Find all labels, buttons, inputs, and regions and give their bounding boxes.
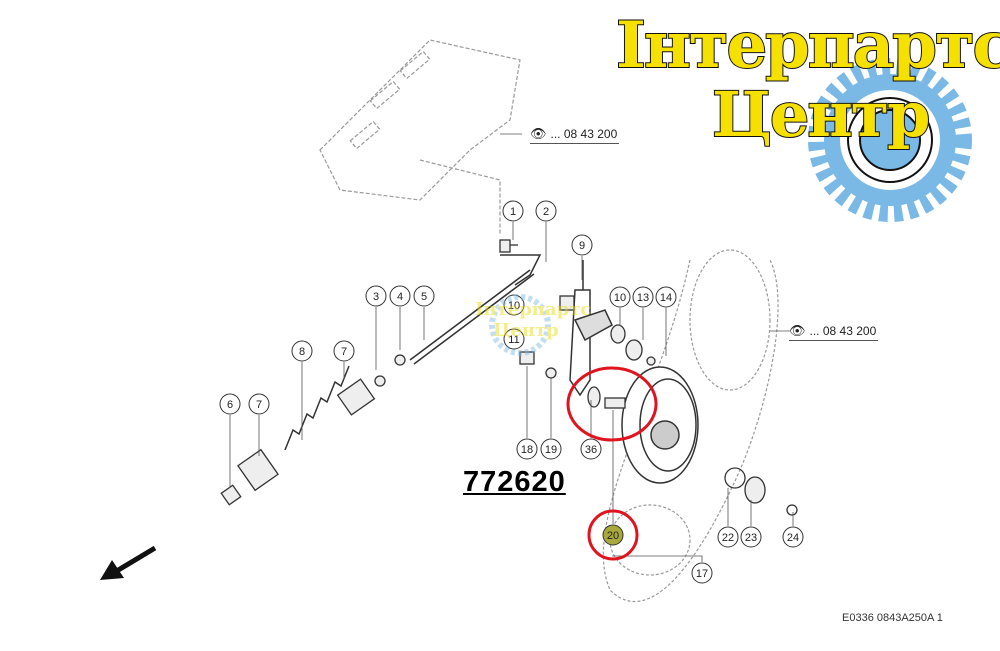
callout-8[interactable]: 8 [291,340,313,362]
callout-circle [540,438,562,460]
callout-circle [571,234,593,256]
callout-label: 7 [341,346,347,358]
callout-4[interactable]: 4 [389,285,411,307]
callout-circle [333,340,355,362]
reference-label-frame[interactable]: 👁 ... 08 43 200 [530,126,620,144]
reference-text: ... 08 43 200 [550,127,618,141]
callout-label: 23 [745,532,757,544]
part-number: 772620 [463,466,566,498]
callout-label: 36 [585,444,597,456]
highlight-ring-20 [587,509,639,561]
callout-10[interactable]: 10 [609,286,631,308]
callout-17[interactable]: 17 [691,562,713,584]
callout-label: 17 [696,568,708,580]
callout-label: 7 [256,399,262,411]
callout-24[interactable]: 24 [782,526,804,548]
svg-text:Центр: Центр [493,320,559,341]
highlight-ring-36 [566,366,658,442]
callout-label: 5 [421,291,427,303]
svg-text:Інтерпартс: Інтерпартс [475,299,591,320]
callout-label: 11 [508,334,519,346]
callout-2[interactable]: 2 [535,200,557,222]
callout-circle [609,286,631,308]
eye-icon: 👁 [789,323,806,338]
small-parts [220,239,798,516]
callout-label: 9 [579,240,585,252]
callout-circle [580,438,602,460]
callout-10[interactable]: 10 [503,294,525,316]
callout-label: 13 [637,292,649,304]
callout-circle [691,562,713,584]
callout-circle [291,340,313,362]
callout-13[interactable]: 13 [632,286,654,308]
callout-circle [219,393,241,415]
callout-circle [389,285,411,307]
callout-circle [717,526,739,548]
callout-6[interactable]: 6 [219,393,241,415]
callout-18[interactable]: 18 [516,438,538,460]
callout-label: 10 [614,292,626,304]
callout-19[interactable]: 19 [540,438,562,460]
callout-label: 8 [299,346,305,358]
callout-label: 18 [521,444,533,456]
callout-label: 10 [508,300,520,312]
mounting-frame [319,39,521,235]
callout-label: 3 [373,291,379,303]
pulley [621,366,699,484]
callout-circle [502,200,524,222]
callout-label: 14 [660,292,672,304]
callout-label: 6 [227,399,233,411]
callout-circle [365,285,387,307]
callout-circle [602,524,624,546]
callout-7[interactable]: 7 [248,393,270,415]
callout-circle [655,286,677,308]
callout-circle [248,393,270,415]
callout-circle [503,294,525,316]
callout-label: 1 [510,206,516,218]
drawing-code: E0336 0843A250A 1 [842,612,943,624]
callout-3[interactable]: 3 [365,285,387,307]
callout-circle [782,526,804,548]
callout-circle [413,285,435,307]
callout-36[interactable]: 36 [580,438,602,460]
callout-label: 2 [543,206,549,218]
logo-line1: Інтерпартс [615,7,1000,84]
callout-5[interactable]: 5 [413,285,435,307]
callout-7[interactable]: 7 [333,340,355,362]
callout-circle [503,328,525,350]
callout-circle [516,438,538,460]
callout-1[interactable]: 1 [502,200,524,222]
callout-circle [632,286,654,308]
callout-22[interactable]: 22 [717,526,739,548]
callout-23[interactable]: 23 [740,526,762,548]
callout-label: 20 [607,530,619,542]
callout-circle [740,526,762,548]
callout-label: 19 [545,444,557,456]
callout-20[interactable]: 20 [602,524,624,546]
eye-icon: 👁 [530,126,547,141]
reference-label-chain[interactable]: 👁 ... 08 43 200 [789,323,879,341]
callout-label: 4 [397,291,403,303]
logo: Інтерпартс Центр [612,7,1000,223]
reference-text: ... 08 43 200 [809,324,877,338]
adjuster-rod [409,254,613,397]
callout-label: 22 [722,532,734,544]
gear-logo-icon [808,58,972,222]
direction-arrow-icon [100,545,157,580]
callout-11[interactable]: 11 [503,328,525,350]
callout-14[interactable]: 14 [655,286,677,308]
watermark: Інтерпартс Центр [475,294,591,356]
callout-circle [535,200,557,222]
callout-label: 24 [787,532,799,544]
callout-9[interactable]: 9 [571,234,593,256]
logo-line2: Центр [711,77,932,152]
spring [284,365,350,451]
